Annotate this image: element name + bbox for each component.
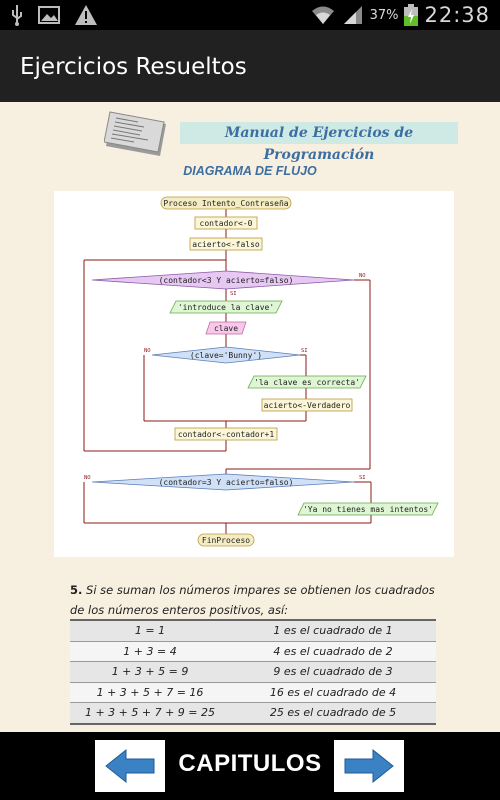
no-label-final: NO <box>84 475 91 481</box>
flow-start <box>160 196 292 210</box>
no-label-check: NO <box>144 348 151 354</box>
exercise-number: 5. <box>70 583 83 597</box>
flow-init-contador-label: contador<-0 <box>200 219 253 228</box>
arrow-left-icon <box>105 748 155 784</box>
flow-check-decision <box>151 346 301 364</box>
no-label-loop: NO <box>359 273 366 279</box>
flow-set-acierto <box>261 398 353 412</box>
table-row: 1 = 1 1 es el cuadrado de 1 <box>70 619 436 642</box>
table-cell-desc: 9 es el cuadrado de 3 <box>273 665 393 679</box>
signal-icon <box>343 6 362 24</box>
table-row: 1 + 3 + 5 + 7 + 9 = 25 25 es el cuadrado… <box>70 703 436 725</box>
table-row: 1 + 3 + 5 = 9 9 es el cuadrado de 3 <box>70 662 436 683</box>
diagram-title: DIAGRAMA DE FLUJO <box>183 164 317 178</box>
image-icon <box>38 6 60 24</box>
flow-init-contador <box>194 216 258 230</box>
flow-prompt-label: 'introduce la clave' <box>178 303 274 312</box>
table-row: 1 + 3 + 5 + 7 = 16 16 es el cuadrado de … <box>70 682 436 703</box>
chapters-button[interactable]: CAPITULOS <box>178 750 322 777</box>
battery-percent: 37% <box>369 7 399 23</box>
app-title: Ejercicios Resueltos <box>20 54 247 80</box>
status-bar: 37% 22:38 <box>0 0 500 30</box>
flow-loop-decision <box>91 270 355 290</box>
battery-charging-icon <box>404 4 419 26</box>
table-cell-desc: 25 es el cuadrado de 5 <box>269 706 397 720</box>
table-cell-sum: 1 + 3 + 5 + 7 + 9 = 25 <box>84 706 216 720</box>
exercise-statement: Si se suman los números impares se obtie… <box>70 583 435 617</box>
previous-button[interactable] <box>95 740 165 792</box>
flow-end <box>197 533 255 547</box>
flow-start-label: Proceso Intento_Contraseña <box>163 199 288 208</box>
flow-check-decision-label: (clave='Bunny') <box>190 351 262 360</box>
wifi-icon <box>311 6 334 24</box>
next-button[interactable] <box>334 740 404 792</box>
flow-increment-label: contador<-contador+1 <box>178 430 275 439</box>
flow-fail-msg <box>297 502 439 516</box>
si-label-final: SI <box>359 475 366 481</box>
flow-correct-msg <box>247 375 367 389</box>
flow-set-acierto-label: acierto<-Verdadero <box>264 401 351 410</box>
warning-icon <box>75 5 97 25</box>
action-bar: Ejercicios Resueltos <box>0 30 500 103</box>
table-cell-desc: 4 es el cuadrado de 2 <box>273 644 393 658</box>
si-label-loop: SI <box>230 291 237 297</box>
si-label-check: SI <box>301 348 308 354</box>
squares-table: 1 = 1 1 es el cuadrado de 1 1 + 3 = 4 4 … <box>70 619 436 725</box>
flowchart: Proceso Intento_Contraseña contador<-0 a… <box>54 191 454 557</box>
table-cell-desc: 16 es el cuadrado de 4 <box>269 685 397 699</box>
flow-correct-msg-label: 'la clave es correcta' <box>254 378 360 387</box>
notification-icons <box>10 4 98 26</box>
table-cell-sum: 1 + 3 = 4 <box>123 644 177 658</box>
flow-end-label: FinProceso <box>202 536 250 545</box>
flow-init-acierto-label: acierto<-falso <box>192 240 260 249</box>
table-cell-sum: 1 = 1 <box>134 624 166 638</box>
table-cell-sum: 1 + 3 + 5 = 9 <box>111 665 189 679</box>
flow-loop-decision-label: (contador<3 Y acierto=falso) <box>159 276 294 285</box>
flow-increment <box>174 427 278 441</box>
table-cell-desc: 1 es el cuadrado de 1 <box>273 624 393 638</box>
flow-read-clave <box>205 321 247 335</box>
book-icon <box>104 111 166 156</box>
table-cell-sum: 1 + 3 + 5 + 7 = 16 <box>96 685 204 699</box>
flow-read-clave-label: clave <box>214 324 238 333</box>
clock: 22:38 <box>424 3 490 27</box>
flow-final-decision-label: (contador=3 Y acierto=falso) <box>159 478 294 487</box>
flow-init-acierto <box>189 237 263 251</box>
flow-fail-msg-label: 'Ya no tienes mas intentos' <box>303 505 433 514</box>
flow-prompt <box>169 300 283 314</box>
flow-final-decision <box>91 473 355 491</box>
manual-title: Manual de Ejercicios de Programación <box>180 122 458 163</box>
system-icons: 37% 22:38 <box>310 0 490 30</box>
exercise-text: 5. Si se suman los números impares se ob… <box>70 580 450 620</box>
usb-icon <box>12 5 22 26</box>
bottom-navigation: CAPITULOS <box>0 732 500 800</box>
arrow-right-icon <box>344 748 394 784</box>
table-row: 1 + 3 = 4 4 es el cuadrado de 2 <box>70 641 436 662</box>
content-page[interactable]: Manual de Ejercicios de Programación DIA… <box>0 102 500 732</box>
